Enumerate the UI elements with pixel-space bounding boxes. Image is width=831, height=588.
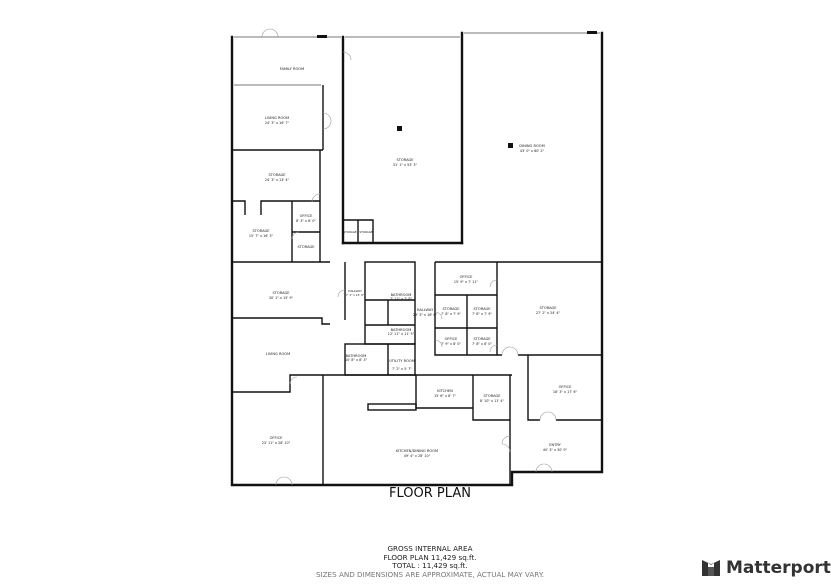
room-dims: 7' 11" x 7' 8" [390,297,413,301]
room-label: HALLWAY [348,289,362,293]
column-marker [397,126,402,131]
room-label: STORAGE [343,230,357,234]
exterior-walls [230,31,604,487]
windows [234,32,600,473]
room-label: STORAGE [297,245,315,249]
brand-name: Matterport [726,558,831,578]
room-label: OFFICE [445,337,459,341]
room-dims: 49' 4" x 28' 10" [404,454,431,458]
room-label: UTILITY ROOM [389,359,415,363]
room-dims: 7' 1" x 15' 9" [346,293,365,297]
room-dims: 7' 8" x 7' 9" [441,312,461,316]
room-label: STORAGE [539,306,557,310]
room-label: BATHROOM [391,293,412,297]
room-label: STORAGE [442,307,460,311]
room-label: STORAGE [268,173,286,177]
room-dims: 15' 6" x 8' 7" [434,394,457,398]
room-dims: 8' 10" x 11' 4" [480,399,505,403]
room-label: HALLWAY [417,308,434,312]
room-label: BATHROOM [346,354,367,358]
total-area: TOTAL : 11,429 sq.ft. [392,561,468,570]
room-label: STORAGE [473,307,491,311]
room-dims: 40' 3" x 30' 9" [543,448,568,452]
room-dims: 30' 1" x 15' 9" [269,296,294,300]
room-dims: 7' 8" x 8' 0" [472,342,492,346]
room-dims: 15' 7" x 16' 3" [249,234,274,238]
room-dims: 27' 2" x 24' 4" [536,311,561,315]
column-marker [508,143,513,148]
room-label: OFFICE [300,214,314,218]
interior-walls [232,85,602,485]
room-dims: 8' 3" x 8' 0" [296,219,316,223]
room-dims: 31' 1" x 53' 3" [393,163,418,167]
room-dims: 43' 0" x 60' 2" [520,149,545,153]
room-label: LIVING ROOM [266,352,290,356]
room-label: STORAGE [396,158,414,162]
room-dims: 15' 9" x 7' 11" [454,280,479,284]
room-dims: 18' 3" x 17' 6" [553,390,578,394]
room-label: STORAGE [359,230,373,234]
room-label: KITCHEN/DINING ROOM [396,449,438,453]
room-label: OFFICE [270,436,284,440]
room-dims: 29' 3" x 16' 6" [413,313,438,317]
room-label: FAMILY ROOM [280,67,304,71]
room-label: OFFICE [460,275,474,279]
room-label: STORAGE [272,291,290,295]
room-dims: 12' 11" x 11' 5" [388,332,415,336]
room-label: KITCHEN [437,389,453,393]
area-heading: GROSS INTERNAL AREA [387,544,473,553]
room-label: STORAGE [473,337,491,341]
area-summary: GROSS INTERNAL AREA FLOOR PLAN 11,429 sq… [300,544,560,579]
room-label: BATHROOM [391,328,412,332]
doors [261,28,557,486]
matterport-logo: Matterport [701,558,831,578]
floor-plan-title: FLOOR PLAN [389,486,471,501]
room-labels: FAMILY ROOM LIVING ROOM 24' 3" x 16' 7" … [249,67,578,458]
room-label: LIVING ROOM [265,116,289,120]
room-label: OFFICE [559,385,573,389]
room-label: STORAGE [252,229,270,233]
disclaimer-note: SIZES AND DIMENSIONS ARE APPROXIMATE, AC… [315,569,545,579]
room-dims: 7' 9" x 8' 0" [441,342,461,346]
room-dims: 24' 3" x 13' 4" [265,178,290,182]
room-label: STORAGE [483,394,501,398]
room-label: ENTRY [549,443,561,447]
floor-plan-area: FLOOR PLAN 11,429 sq.ft. [383,552,477,562]
room-dims: 24' 3" x 16' 7" [265,121,290,125]
room-label: DINING ROOM [519,144,544,148]
room-dims: 7' 8" x 7' 9" [472,312,492,316]
room-dims: 7' 2" x 5' 7" [392,367,412,371]
matterport-logo-icon [702,560,720,576]
room-dims: 23' 11" x 28' 10" [262,441,291,445]
room-dims: 10' 8" x 8' 3" [345,358,368,362]
